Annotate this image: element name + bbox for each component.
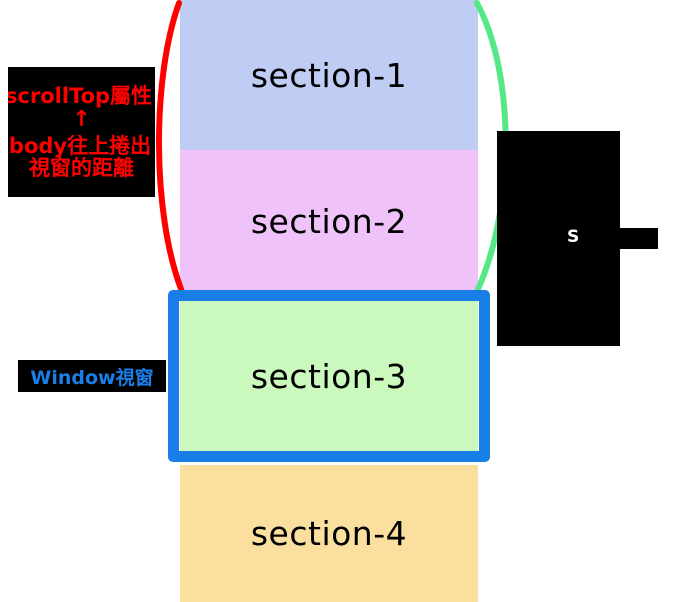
window-viewport-frame (168, 290, 490, 462)
up-arrow-icon: ↑ (72, 106, 91, 132)
scrolltop-annotation-line1: scrollTop屬性 (8, 83, 153, 108)
section-4-block: section-4 (180, 465, 478, 602)
redaction-bar (578, 228, 658, 249)
section-1-label: section-1 (250, 55, 408, 95)
window-annotation: Window視窗 (18, 360, 166, 392)
section-3-block: section-3 (180, 300, 478, 452)
scrolltop-annotation: scrollTop屬性 ↑ body往上捲出 視窗的距離 (8, 67, 155, 197)
section-4-label: section-4 (250, 514, 408, 553)
section-2-label: section-2 (250, 201, 408, 241)
left-brace-curve (156, 0, 184, 292)
window-annotation-label: Window視窗 (30, 366, 154, 389)
section-3-label: section-3 (250, 356, 408, 396)
section-1-block: section-1 (180, 0, 478, 150)
section-2-block: section-2 (180, 150, 478, 292)
scrolltop-annotation-line3: 視窗的距離 (29, 156, 134, 181)
scrolltop-annotation-line2: body往上捲出 (8, 133, 152, 158)
